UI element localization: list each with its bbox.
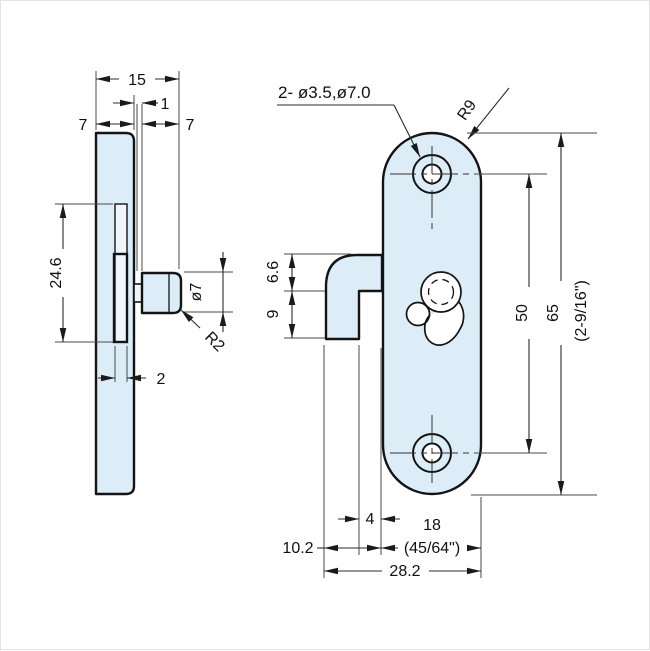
- front-view-dimensions: 2- ø3.5,ø7.0 R9 6.6 9 50 65 (2-9/16"): [265, 83, 597, 580]
- cam-large-circle: [420, 271, 462, 313]
- dim-7R-label: 7: [186, 117, 195, 134]
- r9-label: R9: [454, 97, 480, 124]
- cam-comma-slot: [423, 301, 465, 346]
- hook-outline: [324, 253, 384, 341]
- dim-knob-dia-label: ø7: [188, 283, 205, 302]
- dim-282-label: 28.2: [389, 563, 420, 580]
- side-slot: [114, 203, 128, 343]
- cam-small-circle: [405, 301, 431, 327]
- front-view: [324, 131, 483, 496]
- dim-4-label: 4: [366, 511, 375, 528]
- dim-2-label: 2: [157, 371, 166, 388]
- dim-1-label: 1: [161, 96, 170, 113]
- holes-callout-leader: [393, 104, 421, 158]
- dim-18-inch-label: (45/64"): [404, 540, 460, 557]
- front-plate-outline: [381, 131, 483, 496]
- r2-leader: [180, 309, 201, 329]
- side-bolt: [112, 252, 129, 344]
- dim-65-inch-label: (2-9/16"): [573, 280, 590, 342]
- dim-102-label: 10.2: [282, 540, 313, 557]
- dim-9-label: 9: [265, 309, 282, 318]
- dim-246-label: 24.6: [48, 257, 65, 288]
- r2-label: R2: [201, 329, 228, 356]
- holes-callout-label: 2- ø3.5,ø7.0: [278, 83, 371, 102]
- r9-leader: [467, 87, 510, 140]
- side-knob: [140, 271, 183, 315]
- dim-18-label: 18: [423, 517, 441, 534]
- side-view: [94, 104, 183, 496]
- side-view-dimensions: 15 1 7 7 24.6 2 ø7 R2: [48, 71, 233, 388]
- dim-50-label: 50: [514, 304, 531, 322]
- cam-dashed-circle: [427, 278, 455, 306]
- dim-66-label: 6.6: [265, 261, 282, 283]
- cam-cutout: [405, 271, 465, 346]
- dim-15-label: 15: [128, 72, 146, 89]
- dim-65-label: 65: [545, 304, 562, 322]
- dim-7L-label: 7: [79, 117, 88, 134]
